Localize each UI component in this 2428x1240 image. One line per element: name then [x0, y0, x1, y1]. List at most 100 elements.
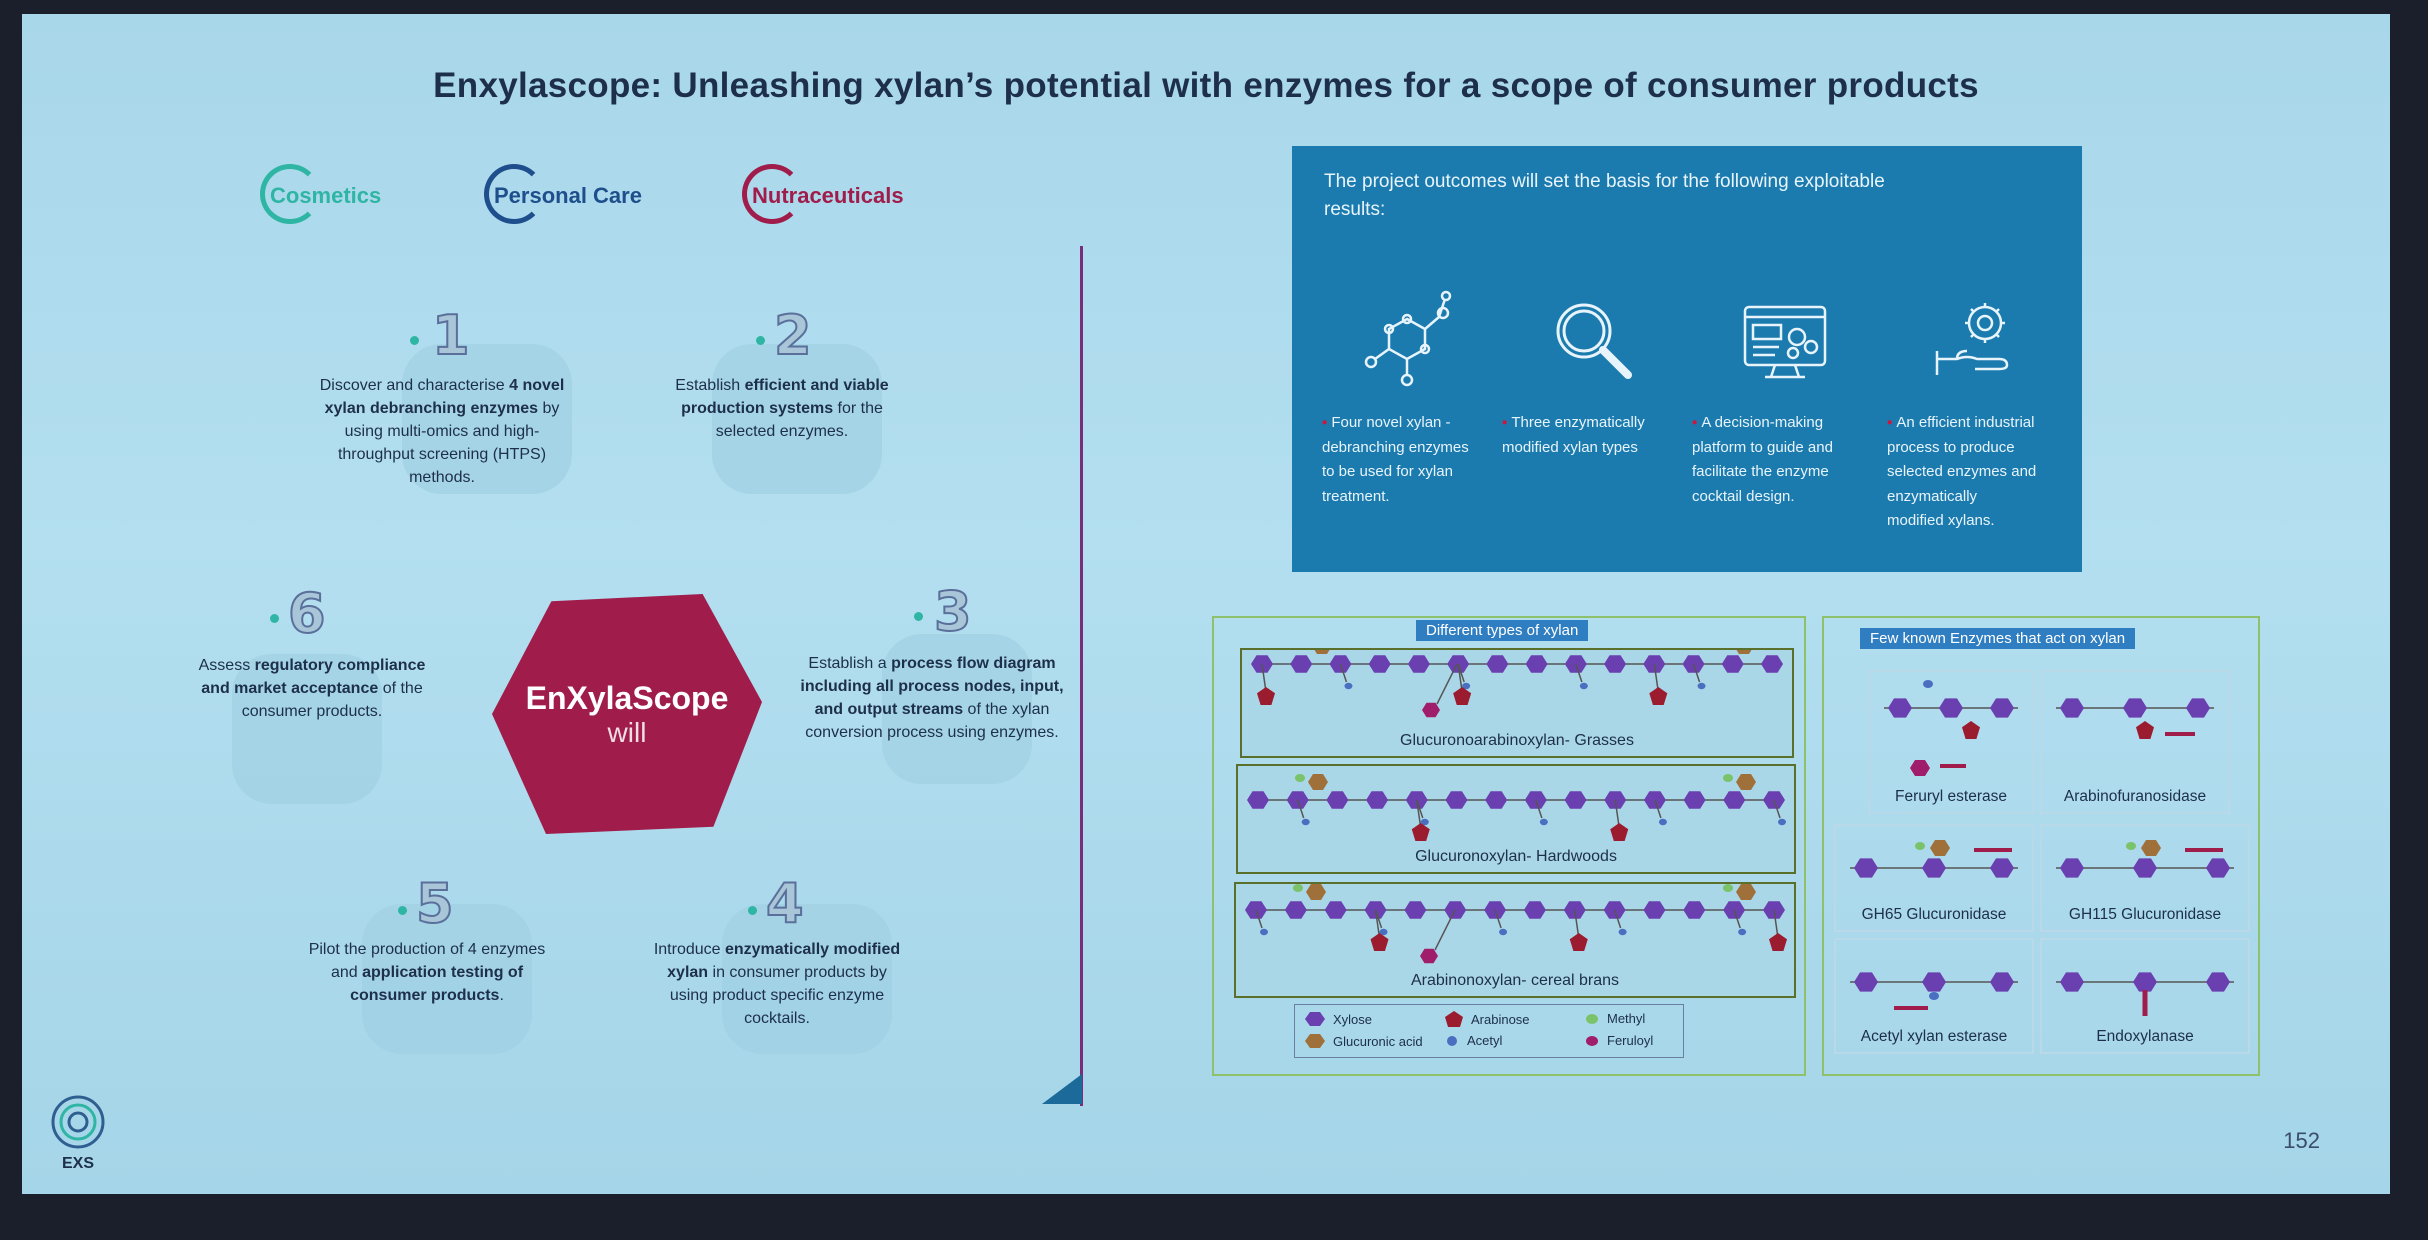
enzyme-label: GH115 Glucuronidase: [2068, 906, 2222, 923]
methyl-dot-icon: [1586, 1013, 1598, 1024]
step-text-part: Pilot the production of 4 enzymes and: [308, 941, 546, 981]
sugar-hexagon: [1368, 655, 1391, 673]
enzyme-card-1: Feruryl esterase: [1868, 670, 2034, 814]
legend-label: Acetyl: [1467, 1033, 1503, 1048]
bond-line: [1773, 909, 1779, 939]
exs-logo-icon: [51, 1095, 105, 1149]
legend-label: Feruloyl: [1607, 1033, 1654, 1048]
substituent-dot: [1723, 884, 1733, 892]
bond-line: [1255, 909, 1263, 929]
substituent-dot: [1462, 682, 1471, 690]
sugar-hexagon: [2186, 698, 2210, 718]
legend-item: Glucuronic acid: [1305, 1033, 1423, 1049]
process-icon: [1922, 284, 2032, 394]
sugar-hexagon: [1888, 698, 1912, 718]
category-personal-care: Personal Care: [484, 164, 642, 228]
enzyme-diagram: [2056, 698, 2214, 739]
hex-background: [362, 904, 532, 1054]
bond-line: [1613, 909, 1622, 929]
outcomes-box: The project outcomes will set the basis …: [1292, 146, 2082, 572]
step-dot: [410, 336, 419, 345]
sugar-hexagon: [1683, 791, 1706, 809]
step-5-text: Pilot the production of 4 enzymes and ap…: [302, 938, 552, 1007]
glucuronic-acid-hexagon-icon: [1305, 1034, 1325, 1048]
step-text-part: Assess: [198, 657, 255, 674]
sugar-hexagon: [1723, 791, 1746, 809]
sugar-hexagon: [1404, 901, 1427, 919]
sugar-hexagon: [1990, 858, 2014, 878]
sugar-hexagon: [1930, 840, 1950, 856]
step-number-4: 4: [765, 871, 805, 936]
legend-label: Glucuronic acid: [1333, 1033, 1423, 1049]
category-label: Personal Care: [494, 183, 642, 208]
bond-line: [1296, 799, 1305, 819]
sugar-hexagon: [1247, 791, 1269, 809]
logo-text: EXS: [61, 1155, 94, 1172]
xylan-type-label: Arabinonoxylan- cereal brans: [1410, 972, 1620, 989]
bond-line: [1692, 663, 1701, 683]
sugar-hexagon: [2206, 858, 2230, 878]
sugar-hexagon: [1604, 655, 1627, 673]
substituent-dot: [1293, 884, 1303, 892]
xylose-hexagon-icon: [1305, 1012, 1325, 1026]
substituent-dot: [1539, 818, 1548, 826]
ring-icon: [484, 164, 544, 224]
step-text-part: Introduce: [653, 941, 725, 958]
bullet-icon: ▪: [1692, 414, 1698, 431]
substituent-dot: [1697, 682, 1706, 690]
outcome-item-2: ▪Three enzymatically modified xylan type…: [1502, 411, 1652, 460]
feruloyl-dot-icon: [1586, 1035, 1598, 1046]
substituent-dot: [1778, 818, 1786, 826]
sugar-hexagon: [1290, 655, 1313, 673]
corner-triangle-icon: [1042, 1074, 1082, 1104]
bond-line: [1574, 909, 1580, 939]
legend-item: Xylose: [1305, 1011, 1372, 1027]
legend-label: Xylose: [1333, 1011, 1373, 1027]
sugar-hexagon: [1564, 791, 1587, 809]
bond-line: [1535, 799, 1543, 819]
legend-item: Methyl: [1585, 1011, 1645, 1026]
sugar-hexagon: [1312, 638, 1332, 654]
step-dot: [270, 614, 279, 623]
sugar-hexagon: [2123, 698, 2147, 718]
hex-background: [712, 344, 882, 494]
page-number: 152: [2283, 1128, 2320, 1153]
category-nutraceuticals: Nutraceuticals: [742, 164, 904, 228]
xylan-chain-graphic: [1245, 884, 1787, 964]
arabinose-pentagon: [1610, 823, 1629, 841]
bond-line: [1653, 663, 1660, 693]
bond-line: [1434, 909, 1456, 951]
sugar-hexagon: [1324, 901, 1347, 919]
enzyme-label: Arabinofuranosidase: [2063, 788, 2207, 805]
step-text-bold: application testing of consumer products: [350, 964, 524, 1004]
bullet-icon: ▪: [1322, 414, 1328, 431]
center-subtitle: will: [607, 716, 647, 748]
enzyme-card-2: Arabinofuranosidase: [2040, 670, 2230, 814]
substituent-dot: [2126, 842, 2136, 850]
sugar-hexagon: [1854, 972, 1878, 992]
sugar-hexagon: [1308, 774, 1328, 790]
bond-line: [1773, 799, 1781, 819]
bullet-icon: ▪: [1887, 414, 1893, 431]
sugar-hexagon: [1447, 655, 1470, 673]
substituent-dot: [1420, 818, 1429, 826]
enzymes-panel-title: Few known Enzymes that act on xylan: [1860, 628, 2136, 649]
sugar-hexagon: [1736, 774, 1756, 790]
enzyme-diagram: [1850, 972, 2018, 1010]
ring-icon: [260, 164, 320, 224]
bond-line: [1436, 663, 1458, 705]
step-text-part: by using multi-omics and high-throughput…: [337, 400, 560, 486]
enzyme-label: GH65 Glucuronidase: [1861, 906, 2007, 923]
arabinose-pentagon: [1370, 933, 1389, 951]
substituent-dot: [1344, 682, 1353, 690]
sugar-hexagon: [2060, 858, 2084, 878]
acetyl-dot-icon: [1447, 1035, 1457, 1046]
substituent-dot: [1929, 992, 1939, 1000]
platform-icon: [1730, 284, 1840, 394]
enxylascope-center-hexagon: EnXylaScope will: [492, 594, 762, 834]
outcome-text: Four novel xylan -debranching enzymes to…: [1322, 414, 1469, 505]
sugar-hexagon: [2141, 840, 2161, 856]
sugar-hexagon: [1523, 901, 1546, 919]
enzyme-label: Feruryl esterase: [1895, 788, 2007, 805]
sugar-hexagon: [2060, 698, 2084, 718]
